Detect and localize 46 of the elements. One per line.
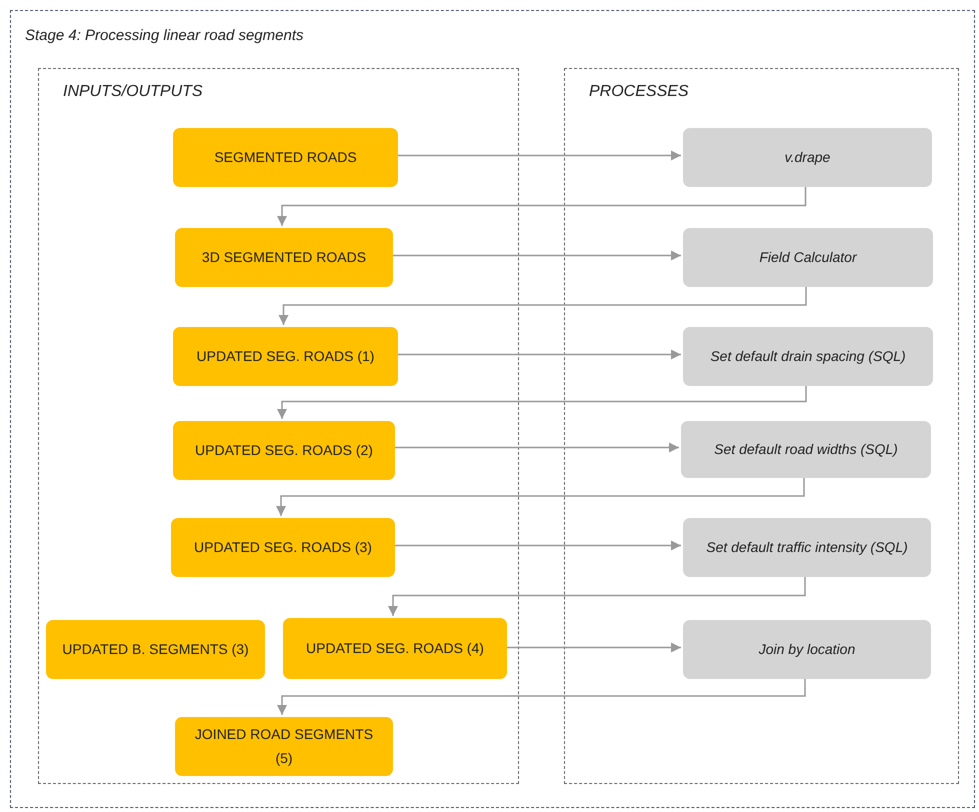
arrow — [278, 285, 807, 325]
group-panel — [564, 68, 959, 784]
arrow — [396, 150, 681, 160]
process-label: Set default road widths (SQL) — [714, 440, 898, 459]
data-label: JOINED ROAD SEGMENTS (5) — [194, 725, 374, 768]
data-box — [283, 618, 507, 679]
arrow — [277, 384, 807, 419]
process-label: v.drape — [784, 148, 830, 167]
stage-frame — [10, 10, 975, 808]
data-label: UPDATED SEG. ROADS (2) — [195, 440, 373, 460]
data-box — [175, 228, 393, 287]
group-panel — [38, 68, 519, 784]
arrow — [505, 642, 681, 652]
arrow — [391, 250, 681, 260]
process-label: Join by location — [758, 640, 856, 659]
data-label: UPDATED SEG. ROADS (4) — [306, 638, 484, 658]
data-label: UPDATED SEG. ROADS (1) — [196, 346, 374, 366]
arrow — [277, 185, 806, 226]
data-box — [171, 518, 395, 577]
data-box — [46, 620, 265, 679]
data-label: SEGMENTED ROADS — [214, 148, 357, 167]
data-box — [173, 327, 398, 386]
process-box — [681, 421, 931, 478]
process-label: Set default drain spacing (SQL) — [710, 346, 906, 366]
stage-title: Stage 4: Processing linear road segments — [25, 27, 304, 44]
process-box — [683, 327, 933, 386]
data-box — [175, 717, 393, 776]
arrow — [277, 677, 806, 715]
arrow — [393, 442, 679, 452]
data-box — [173, 421, 395, 480]
arrow — [396, 350, 681, 360]
process-box — [683, 620, 931, 679]
data-label: UPDATED SEG. ROADS (3) — [194, 538, 372, 557]
panel-heading: PROCESSES — [589, 83, 689, 101]
process-label: Field Calculator — [759, 248, 857, 267]
process-label: Set default traffic intensity (SQL) — [706, 538, 908, 557]
data-label: UPDATED B. SEGMENTS (3) — [62, 640, 249, 659]
data-box — [173, 128, 398, 187]
arrow — [388, 575, 806, 616]
arrow — [276, 476, 805, 516]
panel-heading: INPUTS/OUTPUTS — [63, 83, 203, 101]
data-label: 3D SEGMENTED ROADS — [202, 248, 366, 267]
process-box — [683, 228, 933, 287]
arrow — [393, 540, 681, 550]
process-box — [683, 128, 932, 187]
process-box — [683, 518, 931, 577]
